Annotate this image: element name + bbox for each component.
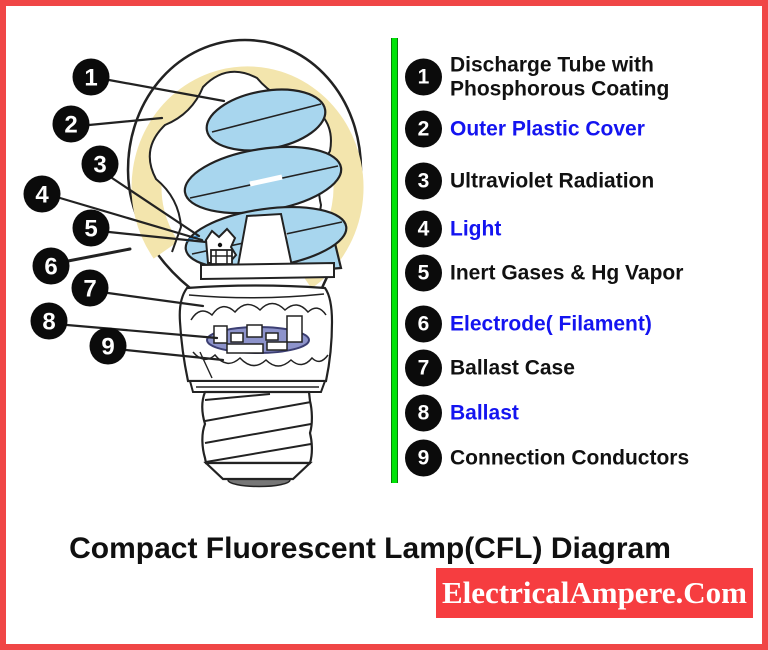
potting-wave-bottom [192,351,329,367]
callout-6: 6 [32,247,132,285]
legend-num-6: 6 [405,305,442,343]
base-bottom [203,461,313,481]
legend-item-4: 4 Light [405,210,757,248]
coating-band [131,66,364,289]
callout-5: 5 [72,209,208,247]
callout-2: 2 [52,105,164,143]
svg-text:5: 5 [84,216,97,243]
legend-label-2: Outer Plastic Cover [450,117,645,141]
legend-num-3: 3 [405,162,442,200]
cfl-bulb-drawing: 1 2 3 4 5 [23,38,364,488]
callout-1: 1 [72,58,226,103]
electrode-dot [217,242,223,248]
legend-num-1: 1 [405,58,442,96]
watermark-badge: ElectricalAmpere.Com [436,568,753,618]
legend-label-5: Inert Gases & Hg Vapor [450,261,684,285]
legend-label-1: Discharge Tube with Phosphorous Coating [450,53,670,100]
svg-text:8: 8 [42,309,55,336]
legend-item-9: 9 Connection Conductors [405,439,757,477]
callout-9: 9 [89,327,225,365]
svg-text:2: 2 [64,112,77,139]
diagram-title: Compact Fluorescent Lamp(CFL) Diagram [69,532,671,565]
legend-label-9: Connection Conductors [450,446,690,470]
legend-item-7: 7 Ballast Case [405,349,757,387]
legend-item-8: 8 Ballast [405,394,757,432]
svg-text:9: 9 [101,334,114,361]
callouts: 1 2 3 4 5 [23,58,226,365]
callout-3: 3 [81,145,201,238]
legend-item-3: 3 Ultraviolet Radiation [405,162,757,200]
stem-platform [200,261,335,281]
svg-text:4: 4 [35,182,49,209]
legend-label-7: Ballast Case [450,356,575,380]
legend-label-3: Ultraviolet Radiation [450,169,655,193]
board-components [213,315,303,354]
filament-support [210,249,233,265]
svg-text:1: 1 [84,65,97,92]
divider-line [391,38,398,483]
legend-num-7: 7 [405,349,442,387]
legend-item-6: 6 Electrode( Filament) [405,305,757,343]
legend-label-8: Ballast [450,401,519,425]
svg-text:6: 6 [44,254,57,281]
legend-label-6: Electrode( Filament) [450,312,652,336]
legend-item-5: 5 Inert Gases & Hg Vapor [405,254,757,292]
legend-item-2: 2 Outer Plastic Cover [405,110,757,148]
potting-wave-top [190,302,327,321]
callout-8: 8 [30,302,219,340]
legend-num-9: 9 [405,439,442,477]
callout-7: 7 [71,269,205,308]
legend-num-5: 5 [405,254,442,292]
legend-item-1: 1 Discharge Tube with Phosphorous Coatin… [405,53,757,100]
svg-text:3: 3 [93,152,106,179]
callout-4: 4 [23,175,204,242]
legend-num-8: 8 [405,394,442,432]
screw-threads [204,393,312,463]
legend-num-4: 4 [405,210,442,248]
legend-label-4: Light [450,217,502,241]
bulb-body [126,38,364,488]
svg-text:7: 7 [83,276,96,303]
legend-num-2: 2 [405,110,442,148]
